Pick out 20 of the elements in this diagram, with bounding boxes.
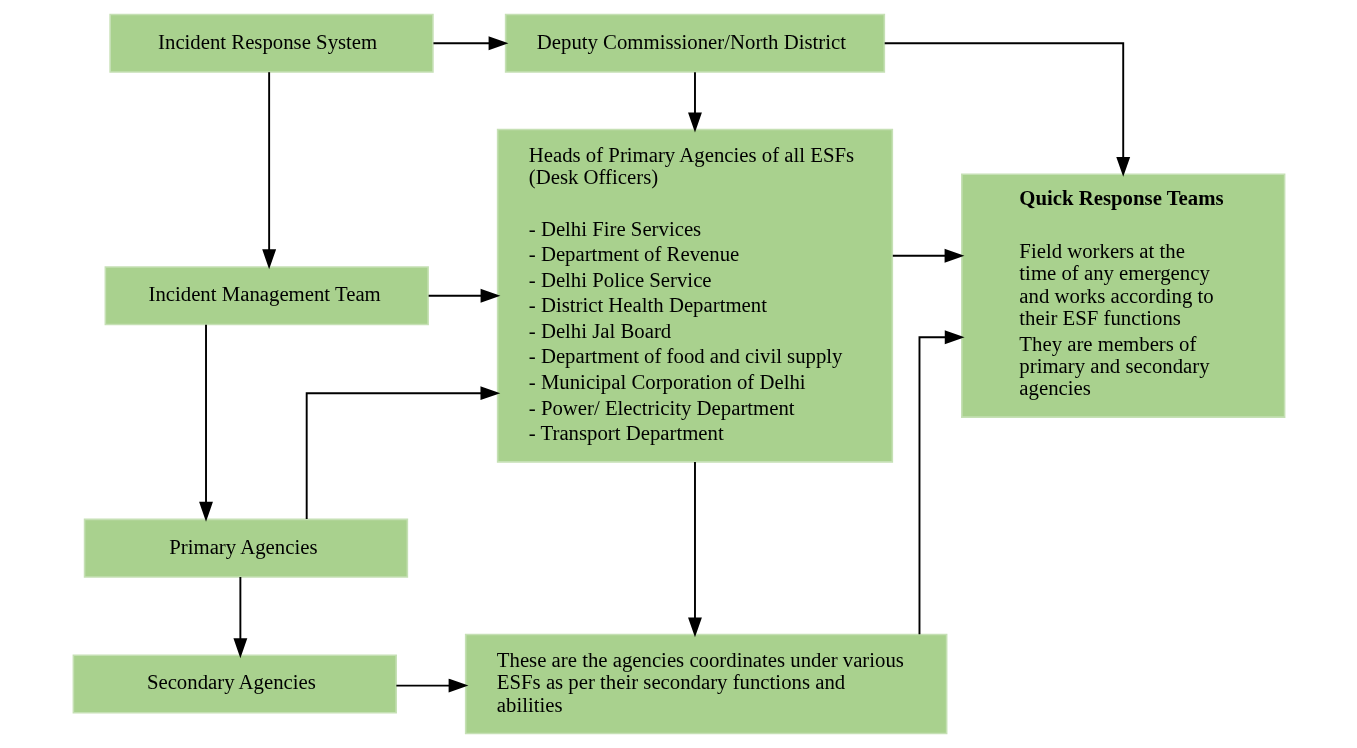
arrow xyxy=(394,678,468,693)
node-box: Heads of Primary Agencies of all ESFs (Desk Officers) - Delhi Fire Services - Department of Revenue - Delhi Police Service - District Health Department - Delhi Jal Board - Department of food and civil supply - Municipal Corporation of Delhi - Power/ Electricity Department - Transport Department xyxy=(496,128,893,463)
node-box: Incident Response System xyxy=(108,13,434,73)
arrow xyxy=(305,386,500,520)
arrow xyxy=(918,330,965,636)
node-box: Incident Management Team xyxy=(104,266,429,326)
node-box: These are the agencies coordinates under various ESFs as per their secondary functions and abilities xyxy=(464,633,947,735)
arrow xyxy=(232,576,247,659)
arrow xyxy=(431,36,508,51)
node-box: Deputy Commissioner/North District xyxy=(504,13,885,73)
arrow xyxy=(198,323,213,522)
arrow xyxy=(891,248,964,263)
arrow xyxy=(687,461,702,638)
arrow xyxy=(687,71,702,133)
arrow xyxy=(427,288,500,303)
node-box: Primary Agencies xyxy=(83,518,408,578)
node-box: Secondary Agencies xyxy=(72,654,397,714)
arrow xyxy=(261,71,276,270)
arrow xyxy=(883,42,1130,177)
node-box: Quick Response Teams Field workers at the time of any emergency and works according to their ESF functions They are members of primary and secondary agencies xyxy=(960,173,1285,418)
